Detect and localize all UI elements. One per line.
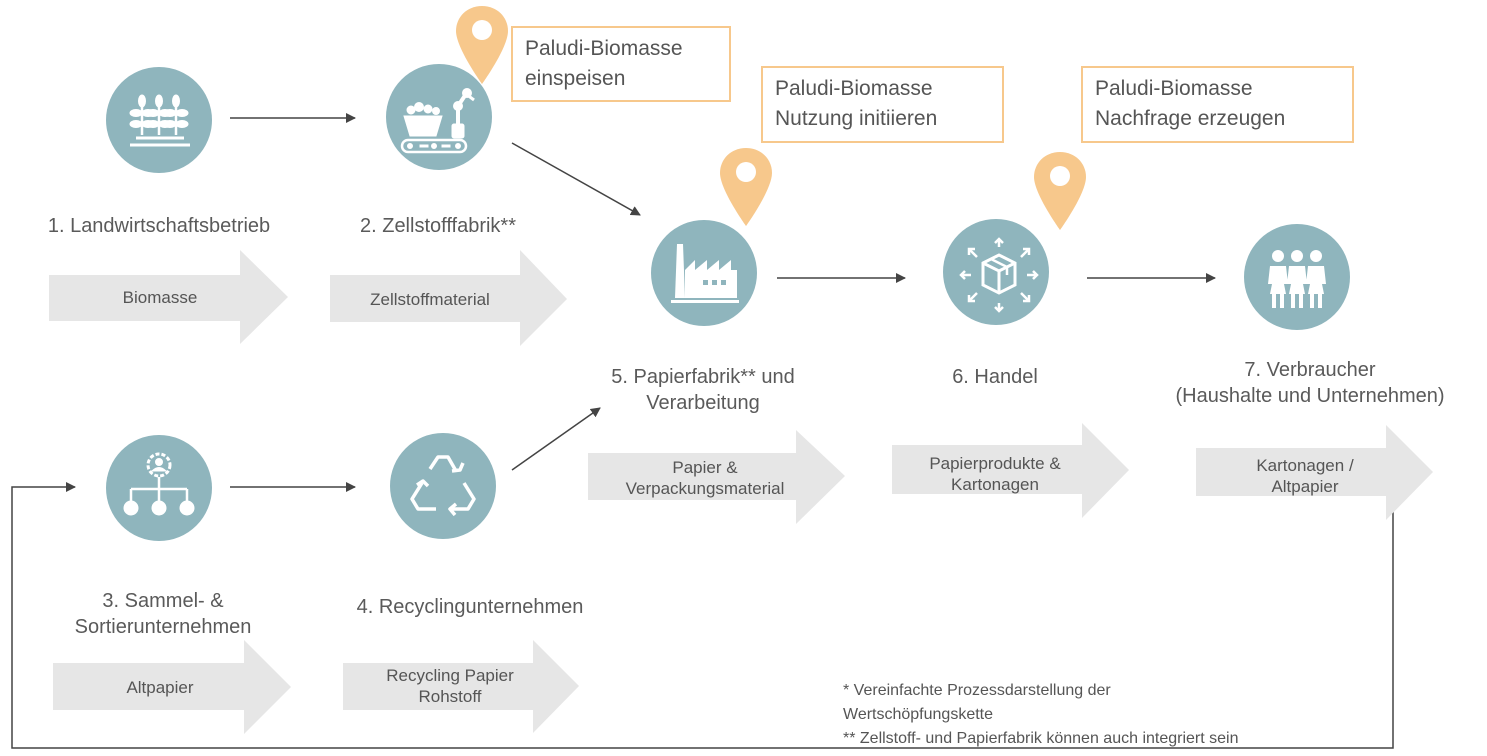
node-7-label: 7. Verbraucher (Haushalte und Unternehme… xyxy=(1140,357,1480,409)
flow-label-line: Biomasse xyxy=(122,288,198,307)
factory-robot-icon xyxy=(400,88,475,154)
node-6-label: 6. Handel xyxy=(952,366,1038,388)
flow-label-line: Recycling Papier xyxy=(386,666,514,685)
flow-label-biomasse: Biomasse xyxy=(60,287,260,308)
flow-label-papier: Papier & Verpackungsmaterial xyxy=(600,457,810,499)
node-5-label: 5. Papierfabrik** und Verarbeitung xyxy=(572,364,834,416)
flow-label-papierprodukte: Papierprodukte & Kartonagen xyxy=(890,453,1100,495)
flow-arrow-recycling xyxy=(343,640,579,733)
connector-4-5 xyxy=(511,407,601,471)
callout-line: Paludi-Biomasse xyxy=(775,77,933,100)
flow-arrow-kartonagen xyxy=(1196,425,1433,520)
flow-label-line: Rohstoff xyxy=(418,687,482,706)
callout-nutzung: Paludi-Biomasse Nutzung initiieren xyxy=(761,66,1004,143)
flow-label-line: Kartonagen / xyxy=(1256,456,1354,475)
flow-label-line: Zellstoffmaterial xyxy=(370,290,490,309)
label-line: Sortierunternehmen xyxy=(74,616,252,638)
node-3-label: 3. Sammel- & Sortierunternehmen xyxy=(33,588,293,640)
flow-arrow-papierprodukte xyxy=(892,423,1129,518)
org-chart-icon xyxy=(123,452,195,516)
callout-line: einspeisen xyxy=(525,67,626,90)
connector-7-3-loop xyxy=(11,482,1394,749)
flow-label-line: Altpapier xyxy=(126,678,194,697)
callout-line: Nachfrage erzeugen xyxy=(1095,107,1286,130)
node-7-circle xyxy=(1244,224,1350,330)
flow-label-zellstoff: Zellstoffmaterial xyxy=(330,289,530,310)
node-5-circle xyxy=(651,220,757,326)
callout-einspeisen: Paludi-Biomasse einspeisen xyxy=(511,26,731,102)
label-line: (Haushalte und Unternehmen) xyxy=(1175,385,1445,407)
callout-line: Paludi-Biomasse xyxy=(525,37,683,60)
footnote-2: ** Zellstoff- und Papierfabrik können au… xyxy=(843,730,1239,747)
flow-label-line: Kartonagen xyxy=(951,475,1039,494)
box-icon xyxy=(959,237,1039,313)
flow-label-line: Altpapier xyxy=(1271,477,1339,496)
callout-line: Nutzung initiieren xyxy=(775,107,938,130)
node-4-label: 4. Recyclingunternehmen xyxy=(356,596,584,618)
label-line: Verarbeitung xyxy=(646,392,760,414)
wheat-icon xyxy=(129,94,190,147)
node-3-circle xyxy=(106,435,212,541)
flow-label-altpapier: Altpapier xyxy=(60,677,260,698)
node-1-label: 1. Landwirtschaftsbetrieb xyxy=(47,215,271,237)
factory-icon xyxy=(671,244,739,303)
flow-arrow-papier xyxy=(588,430,845,524)
label-line: 3. Sammel- & xyxy=(102,590,224,612)
connector-2-5 xyxy=(511,142,641,216)
map-pin-icon xyxy=(720,148,772,226)
flow-label-kartonagen: Kartonagen / Altpapier xyxy=(1200,455,1410,497)
flow-label-line: Verpackungsmaterial xyxy=(625,479,785,498)
node-2-circle xyxy=(386,64,492,170)
flow-arrow-biomasse xyxy=(49,250,288,344)
node-2-label: 2. Zellstofffabrik** xyxy=(359,215,516,237)
flow-arrow-zellstoff xyxy=(330,250,567,346)
callout-nachfrage: Paludi-Biomasse Nachfrage erzeugen xyxy=(1081,66,1354,143)
callout-line: Paludi-Biomasse xyxy=(1095,77,1253,100)
label-line: 7. Verbraucher xyxy=(1244,359,1376,381)
label-line: 5. Papierfabrik** und xyxy=(611,366,795,388)
flow-label-line: Papier & xyxy=(672,458,738,477)
node-6-circle xyxy=(943,219,1049,325)
flow-arrow-altpapier xyxy=(53,640,291,734)
node-4-circle xyxy=(390,433,496,539)
map-pin-icon xyxy=(1034,152,1086,230)
footnote-1-cont: Wertschöpfungskette xyxy=(843,706,994,723)
recycle-icon xyxy=(410,455,476,517)
node-1-circle xyxy=(106,67,212,173)
flow-label-recycling: Recycling Papier Rohstoff xyxy=(350,665,550,707)
map-pin-icon xyxy=(456,6,508,84)
people-icon xyxy=(1268,250,1326,308)
footnote-1: * Vereinfachte Prozessdarstellung der xyxy=(843,682,1111,699)
flow-label-line: Papierprodukte & xyxy=(929,454,1061,473)
